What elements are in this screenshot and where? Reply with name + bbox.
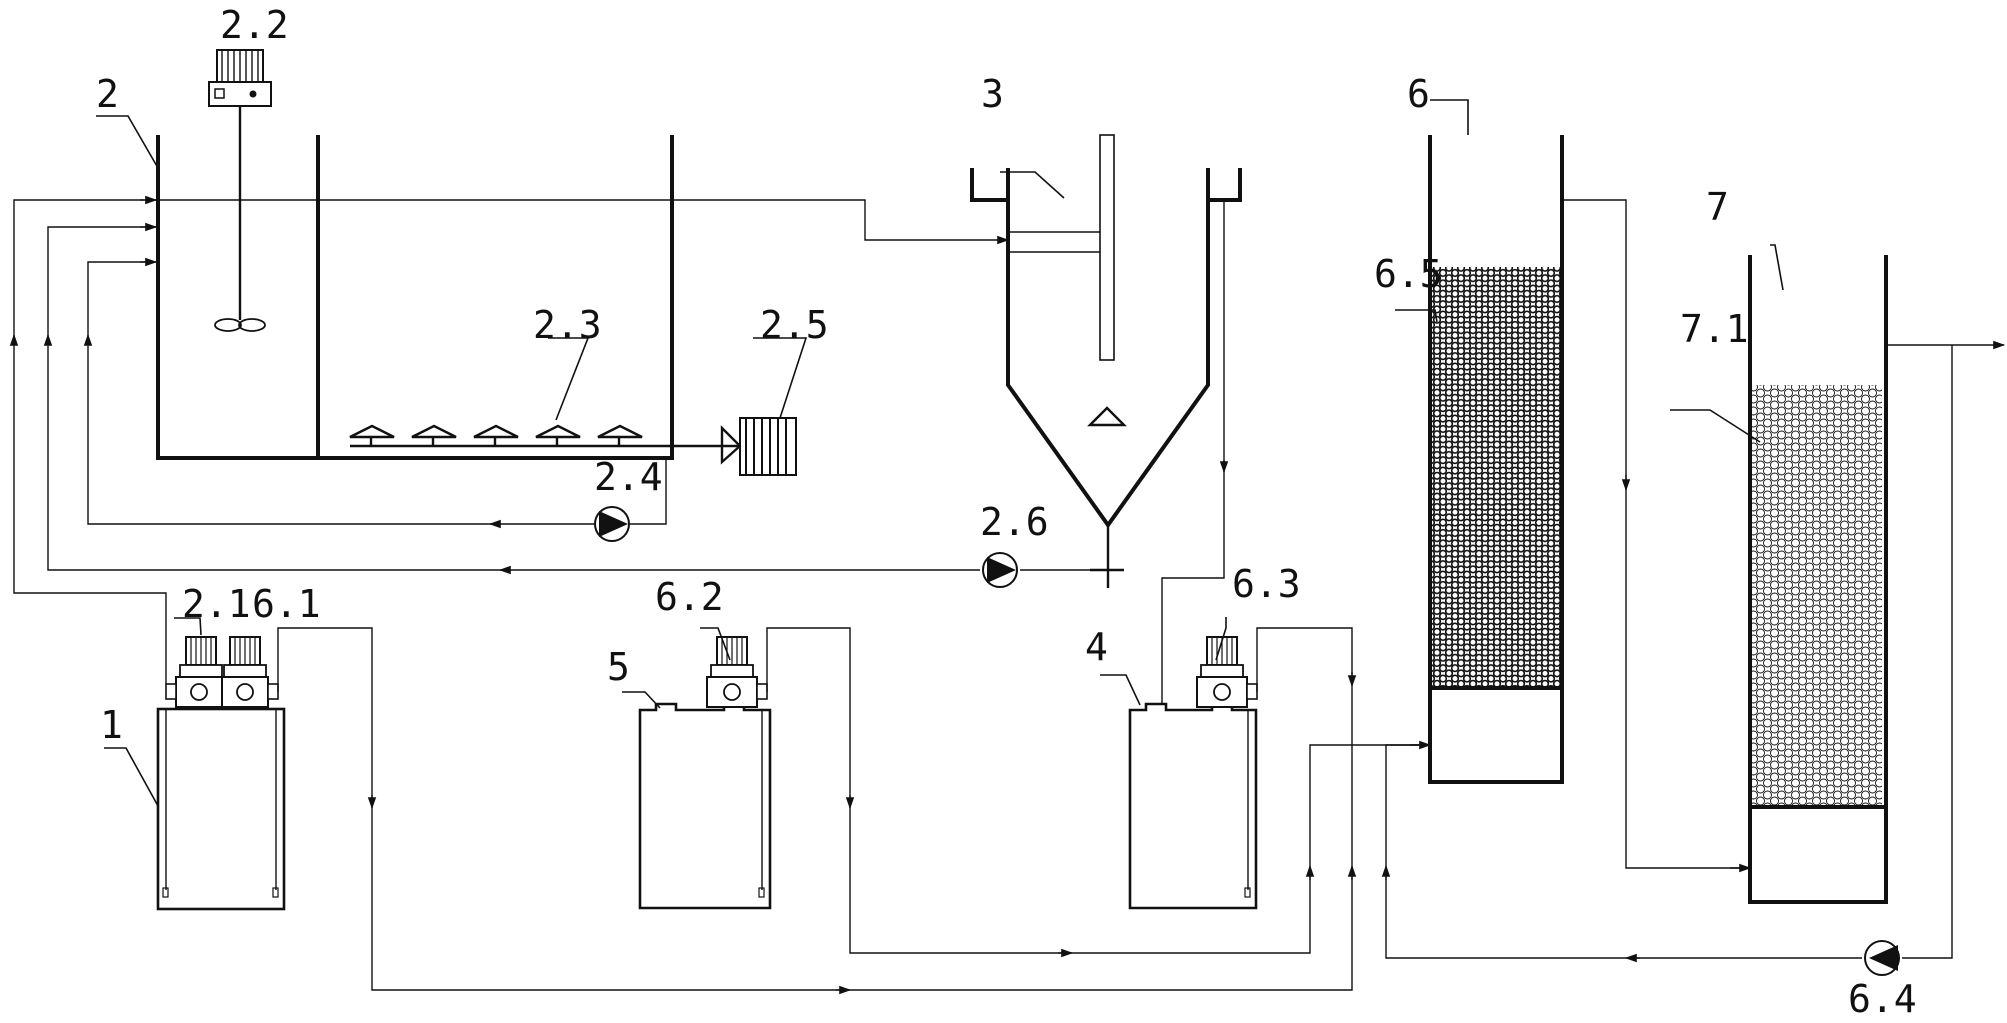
label-settler-3: 3 (981, 72, 1004, 116)
labels: 2 2.2 3 6 6.5 7 7.1 2.3 2.5 2.4 2.6 2.1 … (96, 3, 1917, 1021)
label-packing-6-5: 6.5 (1374, 252, 1443, 296)
pipe-reactor-to-settler (158, 199, 1010, 245)
label-blower-2-5: 2.5 (760, 303, 829, 347)
metering-pump-6-3 (1196, 636, 1258, 708)
pipe-feed-6-3 (1256, 627, 1353, 750)
metering-pump-6-2 (706, 636, 768, 708)
settler-tank-3 (970, 134, 1242, 588)
leader-lines (96, 99, 1784, 807)
dosing-tank-1 (156, 707, 286, 911)
pump-6-4-icon (1864, 940, 1900, 976)
pipe-dosing-2-1 (13, 199, 167, 684)
pipe-recycle-6-4 (1385, 744, 1862, 959)
label-tank-5: 5 (607, 645, 630, 689)
collection-tank-4 (1128, 702, 1258, 910)
metering-pump-6-1 (221, 636, 279, 708)
label-metering-pump-6-3: 6.3 (1232, 562, 1301, 606)
label-metering-pump-2-1: 2.1 (182, 582, 251, 626)
pipe-column6-to-column7 (1562, 199, 1750, 869)
pipe-dosing-6-2 (766, 627, 1430, 954)
metering-pump-2-1 (165, 636, 223, 708)
label-column-6: 6 (1407, 72, 1430, 116)
label-stirrer-2-2: 2.2 (220, 3, 289, 47)
label-tank-1: 1 (100, 703, 123, 747)
pump-2-4-icon (594, 506, 630, 542)
pipe-reactor-outlet (630, 458, 667, 525)
label-reactor-2: 2 (96, 72, 119, 116)
label-metering-pump-6-1: 6.1 (252, 582, 321, 626)
piping (9, 195, 2006, 995)
label-packing-7-1: 7.1 (1680, 307, 1749, 351)
pipe-sludge-return-2-6 (47, 226, 980, 571)
pump-2-6-icon (982, 552, 1018, 588)
dosing-tank-5 (638, 702, 772, 910)
label-column-7: 7 (1706, 185, 1729, 229)
aerator-discs-2-3 (349, 424, 740, 448)
filter-column-7 (1748, 255, 1888, 904)
label-tank-4: 4 (1085, 625, 1108, 669)
label-metering-pump-6-2: 6.2 (655, 575, 724, 619)
reactor-tank-2 (156, 135, 674, 460)
stirrer-2-2 (208, 49, 272, 332)
label-aerator-2-3: 2.3 (533, 303, 602, 347)
pipe-settler-overflow (1161, 199, 1240, 704)
pipe-recycle-2-4 (87, 261, 595, 525)
pipe-recycle-riser (1902, 345, 1953, 959)
label-pump-6-4: 6.4 (1848, 977, 1917, 1021)
blower-2-5 (720, 417, 797, 476)
label-pump-2-4: 2.4 (594, 455, 663, 499)
filter-column-6 (1428, 135, 1564, 784)
label-pump-2-6: 2.6 (980, 500, 1049, 544)
